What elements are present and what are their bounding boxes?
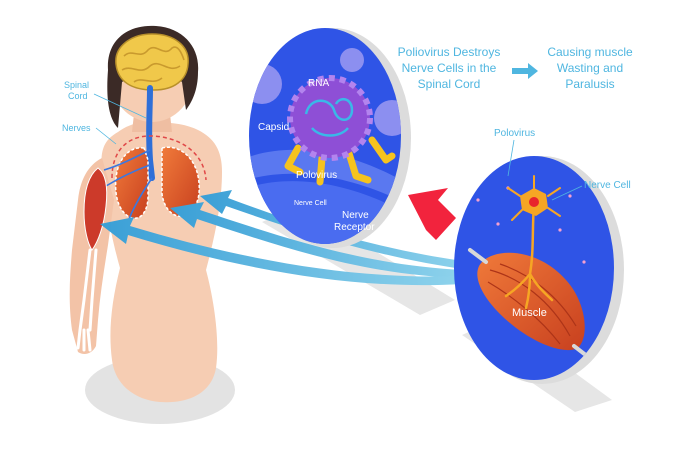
capsid-label: Capsid — [258, 122, 289, 133]
lung-outline — [111, 135, 207, 181]
virus-rna — [304, 97, 354, 137]
brain-folds — [121, 46, 185, 83]
receptor-label-line1: Nerve — [342, 210, 369, 221]
headline-line1: Poliovirus Destroys — [398, 45, 501, 59]
right-lung — [161, 146, 200, 217]
result-line3: Paralusis — [565, 77, 614, 91]
axon — [504, 202, 554, 310]
receptor-label-line2: Receptor — [334, 222, 375, 233]
brain — [115, 33, 189, 91]
rna-label: RNA — [308, 78, 329, 89]
spinal-cord — [146, 85, 155, 181]
arm-muscle — [83, 167, 108, 251]
spinal-cord-leader — [93, 93, 147, 119]
polovirus-leader — [507, 139, 515, 177]
arrow-to-brain — [200, 190, 470, 270]
nerve-cell-inner-label: Nerve Cell — [294, 200, 327, 207]
nerve-cell-outer-label: Nerve Cell — [584, 180, 631, 191]
muscle — [477, 252, 585, 351]
muscle-label: Muscle — [512, 307, 547, 319]
polovirus-inner-label: Polovirus — [296, 170, 337, 181]
result-line2: Wasting and — [557, 61, 623, 75]
connection-arrows — [100, 190, 470, 286]
result-line1: Causing muscle — [547, 45, 633, 59]
headline-line3: Spinal Cord — [418, 77, 481, 91]
polovirus-outer-label: Polovirus — [494, 128, 535, 139]
nerve-receptors — [284, 136, 396, 186]
nerves-leader — [95, 127, 117, 145]
nerve-cell-leader — [551, 185, 583, 201]
arm-bones — [76, 248, 98, 352]
headline-arrow — [512, 63, 538, 79]
red-arrow — [408, 188, 456, 240]
left-lung — [114, 147, 149, 219]
arrow-to-arm — [100, 217, 462, 286]
muscle-panel: Muscle — [454, 156, 624, 384]
nerves-label: Nerves — [62, 123, 91, 133]
virus-capsid — [290, 78, 370, 158]
spinal-cord-label-line2: Cord — [68, 91, 88, 101]
headline-line2: Nerve Cells in the — [402, 61, 497, 75]
arrow-to-spine — [170, 202, 465, 278]
human-figure — [69, 25, 222, 403]
labels: Spinal Cord Nerves Polovirus Nerve Cell … — [62, 45, 633, 201]
spinal-cord-label-line1: Spinal — [64, 80, 89, 90]
